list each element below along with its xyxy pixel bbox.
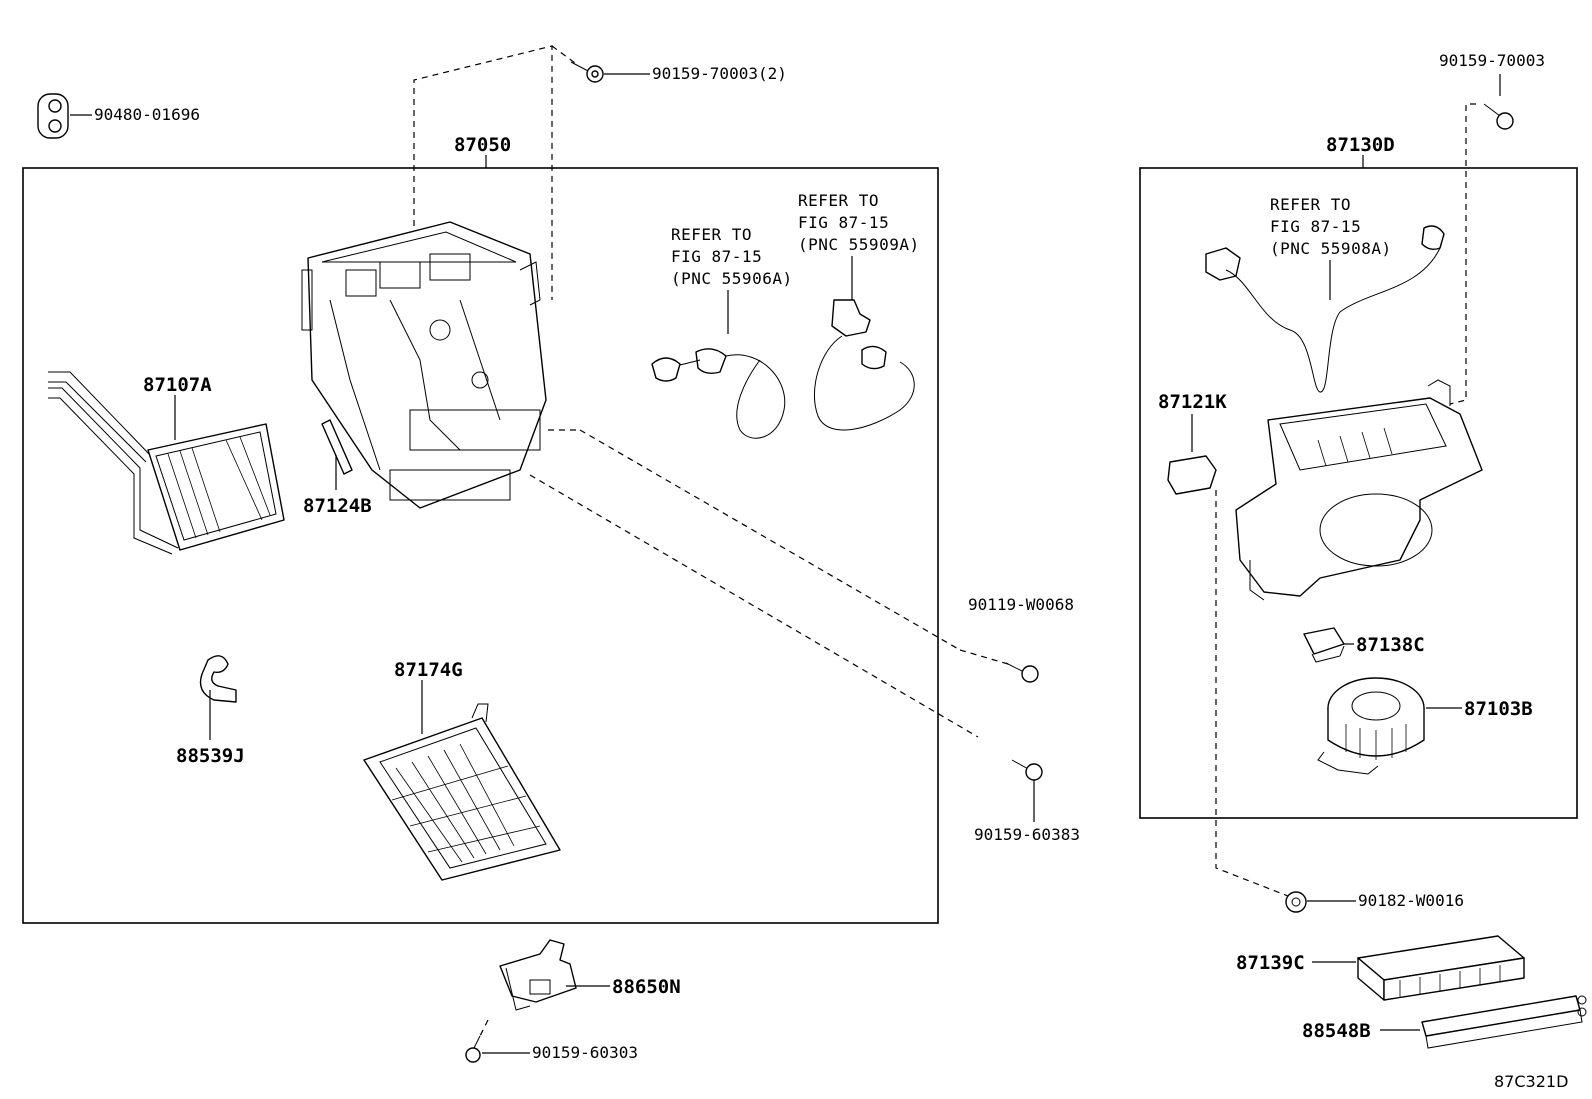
ref-55909A-line2: FIG 87-15 [798, 213, 889, 232]
ref-block-55908A: REFER TO FIG 87-15 (PNC 55908A) [1270, 195, 1392, 258]
sensor-connector-wire-icon [814, 299, 915, 431]
servo-actuator-icon [499, 939, 577, 1011]
part-label-87174G[interactable]: 87174G [394, 659, 463, 681]
clip-icon [1285, 891, 1307, 913]
blower-sensor-wire-icon [1205, 225, 1445, 393]
part-label-90159-60383[interactable]: 90159-60383 [974, 825, 1080, 844]
heater-core-icon [48, 371, 285, 555]
evaporator-icon [363, 703, 561, 881]
part-label-88650N[interactable]: 88650N [612, 976, 681, 998]
cover-plate-icon [1167, 455, 1217, 495]
diagram-code: 87C321D [1494, 1072, 1568, 1091]
part-label-88539J[interactable]: 88539J [176, 745, 245, 767]
grommet-icon [37, 93, 69, 139]
part-label-87139C[interactable]: 87139C [1236, 952, 1305, 974]
ref-55906A-line2: FIG 87-15 [671, 247, 762, 266]
part-label-90182-W0016[interactable]: 90182-W0016 [1358, 891, 1464, 910]
heater-unit-housing-icon [301, 221, 547, 509]
ref-55908A-line1: REFER TO [1270, 195, 1351, 214]
group-label-87050[interactable]: 87050 [454, 134, 511, 156]
part-label-87138C[interactable]: 87138C [1356, 634, 1425, 656]
screw-icon [570, 61, 604, 83]
air-filter-icon [1357, 935, 1525, 1001]
blower-resistor-icon [1303, 627, 1345, 663]
part-label-88548B[interactable]: 88548B [1302, 1020, 1371, 1042]
ref-55906A-line3: (PNC 55906A) [671, 269, 793, 288]
ref-55909A-line3: (PNC 55909A) [798, 235, 920, 254]
ref-55908A-line3: (PNC 55908A) [1270, 239, 1392, 258]
ref-block-55909A: REFER TO FIG 87-15 (PNC 55909A) [798, 191, 920, 254]
bolt-icon [1005, 662, 1039, 683]
left-assembly-box [22, 167, 939, 924]
blower-housing-icon [1235, 379, 1483, 601]
blower-motor-icon [1317, 677, 1425, 775]
part-label-90159-60303[interactable]: 90159-60303 [532, 1043, 638, 1062]
part-label-87107A[interactable]: 87107A [143, 374, 212, 396]
part-label-90159-70003[interactable]: 90159-70003 [1439, 51, 1545, 70]
right-assembly-box [1139, 167, 1578, 819]
part-label-87121K[interactable]: 87121K [1158, 391, 1227, 413]
temperature-sensor-wire-icon [651, 348, 786, 439]
filter-frame-strip-icon [1421, 995, 1587, 1049]
ref-block-55906A: REFER TO FIG 87-15 (PNC 55906A) [671, 225, 793, 288]
screw-icon [465, 1035, 481, 1063]
ref-55908A-line2: FIG 87-15 [1270, 217, 1361, 236]
seal-strip-icon [321, 419, 353, 475]
part-label-87103B[interactable]: 87103B [1464, 698, 1533, 720]
part-label-87124B[interactable]: 87124B [303, 495, 372, 517]
screw-icon [1483, 103, 1514, 130]
ref-55906A-line1: REFER TO [671, 225, 752, 244]
ref-55909A-line1: REFER TO [798, 191, 879, 210]
group-label-87130D[interactable]: 87130D [1326, 134, 1395, 156]
part-label-90119-W0068[interactable]: 90119-W0068 [968, 595, 1074, 614]
part-label-90159-70003-2[interactable]: 90159-70003(2) [652, 64, 787, 83]
bolt-icon [1011, 759, 1043, 781]
aspirator-hose-icon [199, 655, 237, 703]
part-label-90480-01696[interactable]: 90480-01696 [94, 105, 200, 124]
